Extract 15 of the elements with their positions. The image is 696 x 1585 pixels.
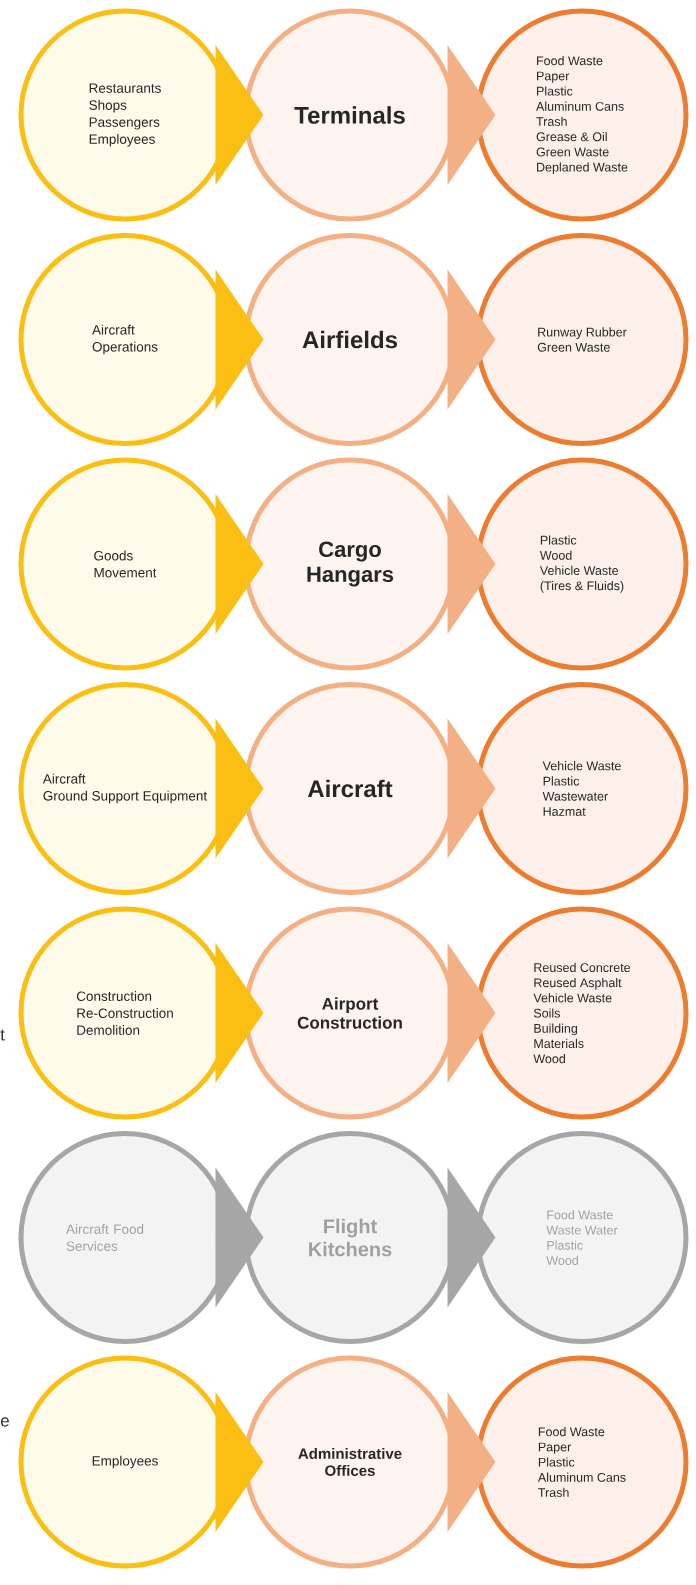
arrow (215, 718, 264, 859)
text-fragment: t (0, 1029, 5, 1041)
arrow (447, 1167, 496, 1308)
arrow (447, 943, 496, 1083)
arrow (215, 269, 264, 410)
arrow (215, 45, 264, 185)
arrow (215, 494, 264, 634)
arrow (447, 718, 496, 859)
arrow (215, 1167, 264, 1308)
arrow (447, 1392, 496, 1532)
arrow (215, 1392, 264, 1532)
arrow (447, 45, 496, 185)
arrow (215, 943, 264, 1083)
arrow (447, 494, 496, 634)
arrow (447, 269, 496, 410)
